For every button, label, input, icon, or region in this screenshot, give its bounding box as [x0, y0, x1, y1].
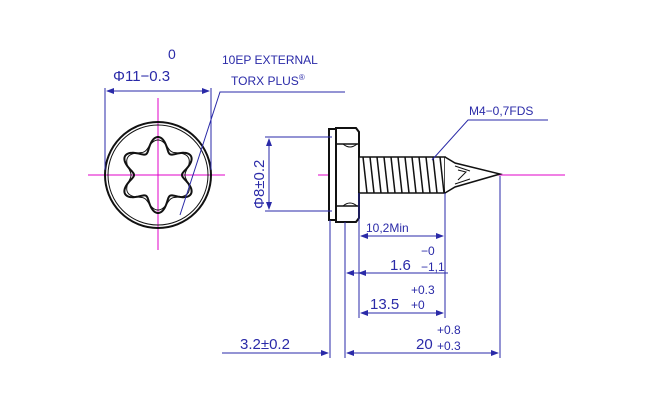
dim-1-6-value: 1.6 — [390, 257, 411, 274]
thread-line — [369, 156, 375, 194]
drill-point-taper — [444, 156, 503, 194]
head-dia-value: Φ8±0.2 — [251, 160, 268, 209]
thread-line — [425, 156, 431, 194]
drive-note-line2: TORX PLUS® — [231, 73, 305, 88]
drive-note-line1: 10EP EXTERNAL — [222, 53, 318, 67]
drive-note-line2-text: TORX PLUS — [231, 74, 299, 88]
head-inner-circle — [107, 124, 209, 226]
dia-main-value: Φ11−0.3 — [113, 68, 170, 85]
dim-20-value: 20 — [416, 336, 433, 353]
thread-line — [397, 156, 403, 194]
thread-line — [390, 156, 396, 194]
thread-line — [376, 156, 382, 194]
washer-flange — [328, 128, 337, 221]
hex-arc-top — [342, 143, 358, 148]
drill-point-flute — [454, 165, 471, 185]
thread-line — [362, 156, 368, 194]
thread-min-value: 10,2Min — [366, 221, 409, 235]
front-view: 0 Φ11−0.3 10EP EXTERNAL TORX PLUS® — [88, 46, 345, 250]
registered-mark: ® — [299, 73, 305, 82]
thread-line — [411, 156, 417, 194]
thread-line — [432, 156, 438, 194]
dim-20-lower-tol: +0.3 — [437, 339, 461, 353]
dim-20-upper-tol: +0.8 — [437, 323, 461, 337]
thread-line — [439, 156, 445, 194]
thread-line — [383, 156, 389, 194]
thread-line — [404, 156, 410, 194]
torx-plus-profile — [123, 135, 193, 215]
dim-13-5-value: 13.5 — [370, 296, 399, 313]
hex-arc-bottom — [342, 202, 358, 207]
dim-13-5-lower-tol: +0 — [411, 298, 425, 312]
dim-13-5-upper-tol: +0.3 — [411, 283, 435, 297]
head-outline-circle — [104, 121, 212, 229]
drive-note-leader — [179, 91, 345, 216]
hex-head — [335, 127, 360, 223]
dim-1-6-upper-tol: −0 — [421, 244, 435, 258]
thread-lines — [362, 156, 445, 194]
thread-note-leader — [431, 119, 548, 161]
dim-1-6-lower-tol: −1,1 — [421, 260, 445, 274]
side-view: M4−0,7FDS Φ8±0.2 10,2Min 1.6 −0 −1,1 13.… — [222, 104, 565, 358]
thread-line — [418, 156, 424, 194]
dim-3-2-value: 3.2±0.2 — [240, 336, 290, 353]
thread-note: M4−0,7FDS — [469, 104, 533, 118]
dia-upper-tolerance: 0 — [168, 46, 176, 62]
torx-plus-inner-profile — [126, 139, 190, 211]
